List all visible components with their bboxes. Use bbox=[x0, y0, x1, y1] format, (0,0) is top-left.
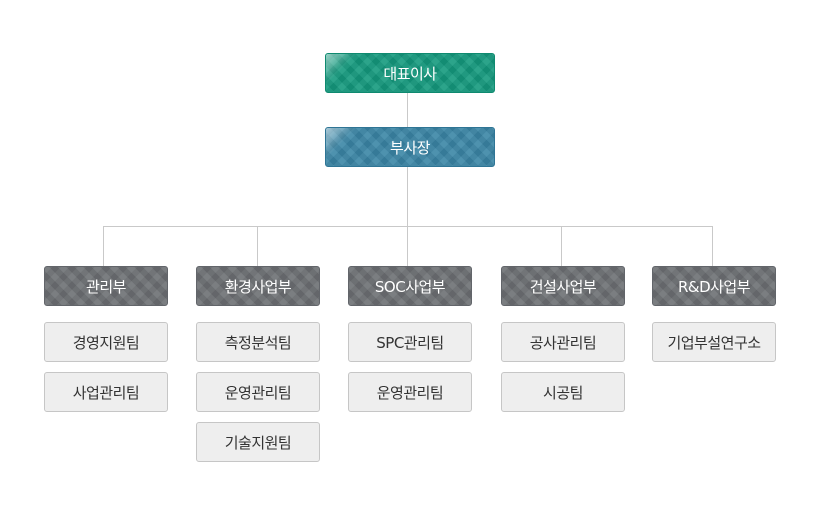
team-box: 운영관리팀 bbox=[348, 372, 472, 412]
dept-construction: 건설사업부 bbox=[501, 266, 625, 306]
dept-soc: SOC사업부 bbox=[348, 266, 472, 306]
dept-rnd: R&D사업부 bbox=[652, 266, 776, 306]
connector-dept-1 bbox=[103, 226, 104, 267]
team-box: 사업관리팀 bbox=[44, 372, 168, 412]
connector-vp-trunk bbox=[407, 166, 408, 227]
connector-ceo-vp bbox=[407, 92, 408, 128]
connector-dept-3 bbox=[407, 226, 408, 267]
connector-dept-2 bbox=[257, 226, 258, 267]
team-box: 운영관리팀 bbox=[196, 372, 320, 412]
connector-dept-5 bbox=[712, 226, 713, 267]
team-box: 기술지원팀 bbox=[196, 422, 320, 462]
dept-management: 관리부 bbox=[44, 266, 168, 306]
team-box: 공사관리팀 bbox=[501, 322, 625, 362]
vp-box: 부사장 bbox=[325, 127, 495, 167]
team-box: 기업부설연구소 bbox=[652, 322, 776, 362]
connector-dept-4 bbox=[561, 226, 562, 267]
team-box: 측정분석팀 bbox=[196, 322, 320, 362]
team-box: SPC관리팀 bbox=[348, 322, 472, 362]
connector-horizontal bbox=[103, 226, 713, 227]
dept-environment: 환경사업부 bbox=[196, 266, 320, 306]
team-box: 시공팀 bbox=[501, 372, 625, 412]
ceo-box: 대표이사 bbox=[325, 53, 495, 93]
team-box: 경영지원팀 bbox=[44, 322, 168, 362]
